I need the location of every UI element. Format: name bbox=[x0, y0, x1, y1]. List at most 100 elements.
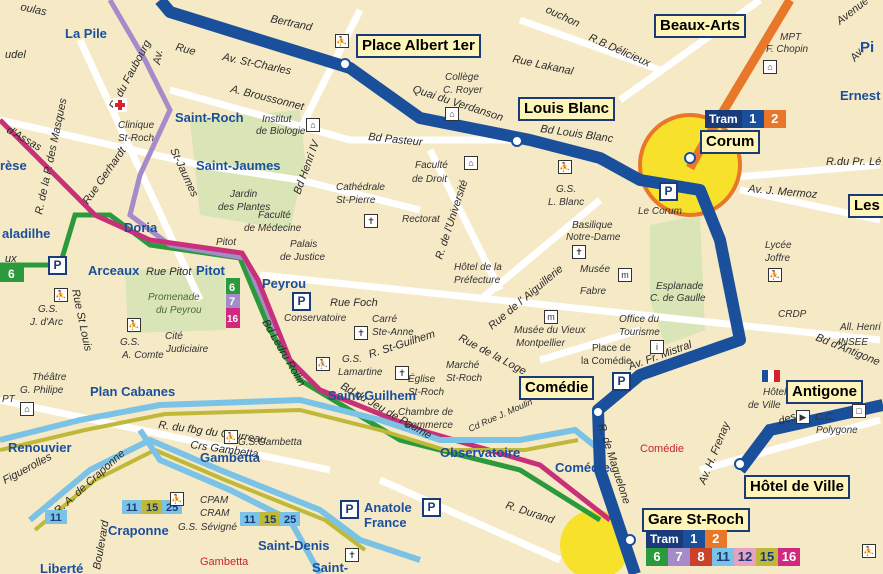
place-label: G.S. bbox=[38, 304, 58, 315]
place-label: CRAM bbox=[200, 508, 230, 519]
school-icon: ⛹ bbox=[862, 544, 876, 558]
station-les: Les bbox=[848, 194, 883, 218]
stop-saint-denis: Saint-Denis bbox=[258, 538, 330, 553]
street-label: R. A. de Craponne bbox=[52, 448, 127, 518]
tram-line-badge: 2 bbox=[704, 530, 727, 548]
place-label: F. Chopin bbox=[766, 44, 809, 55]
bus-line-11b bbox=[28, 436, 421, 563]
street-label: Av. H. Frenay bbox=[696, 419, 733, 487]
street-label: Rue bbox=[174, 41, 197, 58]
museum-icon: □ bbox=[852, 404, 866, 418]
svg-text:11: 11 bbox=[126, 502, 138, 514]
place-label: Hôtel bbox=[763, 387, 787, 398]
tram-line-badge: 2 bbox=[763, 110, 786, 128]
place-label: C.C. bbox=[815, 412, 835, 423]
street-label: aladilhe bbox=[2, 226, 50, 241]
street-label: Rue Pitot bbox=[146, 266, 192, 278]
place-label: Joffre bbox=[764, 253, 790, 264]
place-label: Église bbox=[408, 372, 436, 385]
badges-gambetta: 11 15 25 bbox=[240, 512, 300, 526]
stop-pi: Pi bbox=[860, 39, 874, 56]
hospital-icon bbox=[113, 98, 127, 112]
place-label: INSEE bbox=[838, 337, 868, 348]
stop-saint-jaumes: Saint-Jaumes bbox=[196, 158, 281, 173]
badge-16-vertical: 16 bbox=[227, 314, 239, 325]
street-label: Rue Foch bbox=[330, 297, 378, 309]
place-label: Conservatoire bbox=[284, 313, 347, 324]
place-label: Montpellier bbox=[516, 338, 566, 349]
place-label: Faculté bbox=[415, 160, 448, 171]
tram-stops bbox=[339, 58, 746, 546]
church-icon: ✝ bbox=[354, 326, 368, 340]
school-icon: ⌂ bbox=[20, 402, 34, 416]
gare-roundabout bbox=[560, 510, 630, 574]
place-label: des Plantes bbox=[218, 202, 270, 213]
place-label: la Comédie bbox=[581, 356, 632, 367]
street-label: Bd Ledru Rollin bbox=[259, 318, 307, 389]
street-label: Cd Rue J. Moulin bbox=[467, 397, 534, 434]
stop-saint-guilhem: Saint-Guilhem bbox=[328, 388, 416, 403]
place-label: Ste-Anne bbox=[372, 327, 414, 338]
stop-la-pile: La Pile bbox=[65, 26, 107, 41]
place-label: Pitot bbox=[216, 237, 237, 248]
badge-7-vertical: 7 bbox=[229, 296, 235, 308]
bus-line-badge: 12 bbox=[734, 548, 756, 566]
svg-text:25: 25 bbox=[284, 514, 296, 526]
stop-arceaux: Arceaux bbox=[88, 263, 140, 278]
school-icon: ⌂ bbox=[464, 156, 478, 170]
place-label: Fabre bbox=[580, 286, 607, 297]
place-labels: Collège C. Royer Clinique St-Roch Instit… bbox=[2, 32, 881, 533]
place-label: Marché bbox=[446, 360, 480, 371]
place-label: Cité bbox=[165, 331, 183, 342]
museum-icon: m bbox=[544, 310, 558, 324]
gare-tram-badges: Tram 1 2 bbox=[646, 530, 727, 548]
station-hotel-de-ville: Hôtel de Ville bbox=[744, 475, 850, 499]
district-comedie: Comédie bbox=[640, 443, 684, 455]
bus-line-11 bbox=[0, 396, 602, 453]
flag-icon bbox=[762, 370, 780, 382]
street-label: Rue Lakanal bbox=[511, 53, 574, 78]
place-label: CRDP bbox=[778, 309, 807, 320]
park-esplanade bbox=[650, 215, 705, 345]
stop-pitot: Pitot bbox=[196, 263, 226, 278]
station-louis-blanc: Louis Blanc bbox=[518, 97, 616, 121]
place-label: de Biologie bbox=[256, 126, 306, 137]
school-icon: ⌂ bbox=[763, 60, 777, 74]
stop-saint: Saint- bbox=[312, 560, 348, 574]
parking-icon: P bbox=[612, 372, 631, 391]
stop-ernest: Ernest F bbox=[840, 88, 883, 103]
bus-line-15b bbox=[33, 447, 367, 552]
park-promenade-peyrou bbox=[125, 268, 226, 333]
place-label: Carré bbox=[372, 314, 397, 325]
place-label: Place de bbox=[592, 343, 631, 354]
bus-line-15 bbox=[0, 407, 579, 452]
place-label: All. Henri bbox=[839, 322, 881, 333]
stop-observatoire: Observatoire bbox=[440, 445, 520, 460]
place-label: de Justice bbox=[280, 252, 325, 263]
school-icon: ⛹ bbox=[127, 318, 141, 332]
tram-line-badge: 1 bbox=[682, 530, 705, 548]
stop-craponne: Craponne bbox=[108, 523, 169, 538]
place-label: Chambre de bbox=[398, 407, 453, 418]
corum-tram-badges: Tram 1 2 bbox=[705, 110, 786, 128]
badge-6-vertical: 6 bbox=[229, 282, 235, 294]
place-label: Cathédrale bbox=[336, 182, 385, 193]
bus-line-25 bbox=[137, 428, 323, 574]
station-beaux-arts: Beaux-Arts bbox=[654, 14, 747, 38]
street-label: Bd Pasteur bbox=[368, 131, 425, 149]
bus-line-16 bbox=[0, 118, 612, 522]
stop-comedie-small: Comédie bbox=[555, 460, 610, 475]
stop-saint-roch: Saint-Roch bbox=[175, 110, 244, 125]
street-label: R.du Pr. Lé bbox=[826, 156, 881, 168]
street-label: Av. bbox=[151, 49, 166, 67]
place-label: Institut bbox=[262, 114, 293, 125]
place-label: Jardin bbox=[229, 189, 258, 200]
station-corum: Corum bbox=[700, 130, 761, 154]
school-icon: ⌂ bbox=[306, 118, 320, 132]
place-label: Commerce bbox=[404, 420, 453, 431]
place-label: Office du bbox=[619, 314, 659, 325]
church-icon: ✝ bbox=[345, 548, 359, 562]
tram-label: Tram bbox=[646, 530, 683, 548]
